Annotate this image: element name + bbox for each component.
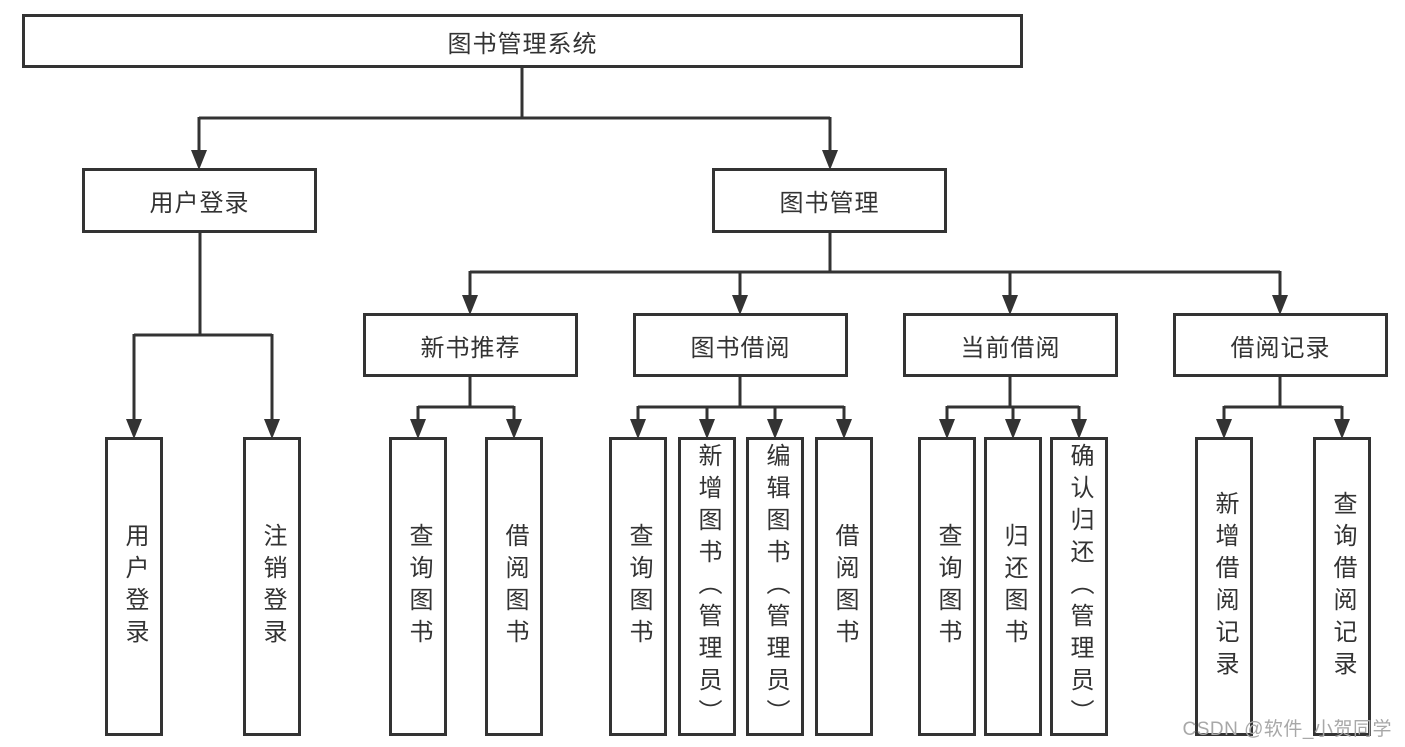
leaf-edit-books-admin: 编辑图书（管理员）: [746, 437, 804, 736]
leaf-label: 归还图书: [1000, 522, 1027, 651]
leaf-label: 借阅图书: [831, 522, 858, 651]
leaf-label: 确认归还（管理员）: [1066, 442, 1093, 731]
leaf-query-books-borrowing: 查询图书: [609, 437, 667, 736]
leaf-label: 查询图书: [625, 522, 652, 651]
leaf-label: 查询图书: [934, 522, 961, 651]
csdn-watermark: CSDN @软件_小贺同学: [1182, 719, 1392, 740]
node-library-management-system: 图书管理系统: [22, 14, 1023, 68]
leaf-confirm-return-admin: 确认归还（管理员）: [1050, 437, 1108, 736]
leaf-label: 用户登录: [121, 522, 148, 651]
node-new-book-recommend: 新书推荐: [363, 313, 578, 377]
leaf-label: 新增图书（管理员）: [694, 442, 721, 731]
leaf-add-borrow-record: 新增借阅记录: [1195, 437, 1253, 736]
leaf-label: 借阅图书: [501, 522, 528, 651]
leaf-label: 查询借阅记录: [1329, 490, 1356, 683]
leaf-add-books-admin: 新增图书（管理员）: [678, 437, 736, 736]
leaf-query-books-recommend: 查询图书: [389, 437, 447, 736]
arrowheads: [126, 150, 1350, 439]
node-user-login: 用户登录: [82, 168, 317, 233]
leaf-borrow-books: 借阅图书: [815, 437, 873, 736]
leaf-query-borrow-record: 查询借阅记录: [1313, 437, 1371, 736]
node-borrowing-records: 借阅记录: [1173, 313, 1388, 377]
leaf-return-books: 归还图书: [984, 437, 1042, 736]
node-book-management: 图书管理: [712, 168, 947, 233]
leaf-query-books-current: 查询图书: [918, 437, 976, 736]
leaf-label: 查询图书: [405, 522, 432, 651]
leaf-label: 注销登录: [259, 522, 286, 651]
leaf-logout: 注销登录: [243, 437, 301, 736]
leaf-label: 编辑图书（管理员）: [762, 442, 789, 731]
leaf-borrow-books-recommend: 借阅图书: [485, 437, 543, 736]
node-book-borrowing: 图书借阅: [633, 313, 848, 377]
node-current-borrowing: 当前借阅: [903, 313, 1118, 377]
leaf-label: 新增借阅记录: [1211, 490, 1238, 683]
leaf-user-login: 用户登录: [105, 437, 163, 736]
